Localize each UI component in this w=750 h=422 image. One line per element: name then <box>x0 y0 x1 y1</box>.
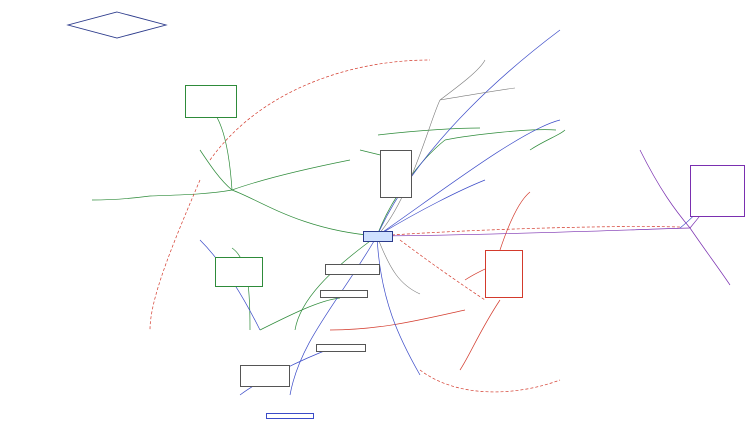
purple-list-box[interactable] <box>690 165 745 217</box>
link-red-dashed <box>149 179 201 331</box>
link-green <box>149 189 233 197</box>
bottom-box[interactable] <box>266 413 314 419</box>
link-blue <box>376 29 561 237</box>
center-detail-box[interactable] <box>320 290 368 298</box>
link-red <box>499 191 531 251</box>
gifts-box[interactable] <box>185 85 237 118</box>
link-green <box>259 297 341 331</box>
center-detail-box[interactable] <box>316 344 366 352</box>
red-list-box[interactable] <box>485 250 523 298</box>
link-blue <box>376 235 421 376</box>
green-list-box[interactable] <box>215 257 263 287</box>
link-red-dashed <box>209 59 431 161</box>
link-green <box>444 129 557 141</box>
link-green <box>199 149 233 191</box>
link-gray <box>439 59 486 101</box>
mid-list-box[interactable] <box>380 150 412 198</box>
center-detail-box[interactable] <box>325 264 380 275</box>
link-green <box>231 159 351 191</box>
link-gray <box>376 235 421 295</box>
link-red <box>459 299 501 371</box>
link-purple <box>376 227 691 237</box>
link-red-dashed <box>419 369 561 393</box>
title-diamond <box>66 11 168 39</box>
link-red-dashed <box>399 239 486 301</box>
link-green <box>529 129 566 151</box>
link-green <box>231 189 378 237</box>
link-green <box>294 235 378 331</box>
bottom-left-box[interactable] <box>240 365 290 387</box>
link-blue <box>289 235 378 396</box>
link-green <box>211 109 233 191</box>
link-green <box>377 127 481 136</box>
link-green <box>91 195 151 201</box>
link-purple <box>639 149 691 229</box>
link-red <box>329 309 466 331</box>
link-purple <box>689 227 731 286</box>
link-gray <box>439 87 516 101</box>
link-blue <box>376 119 561 237</box>
center-node[interactable] <box>363 231 393 242</box>
link-red-dashed <box>376 226 681 237</box>
link-gray <box>376 99 441 237</box>
link-blue <box>376 179 486 237</box>
